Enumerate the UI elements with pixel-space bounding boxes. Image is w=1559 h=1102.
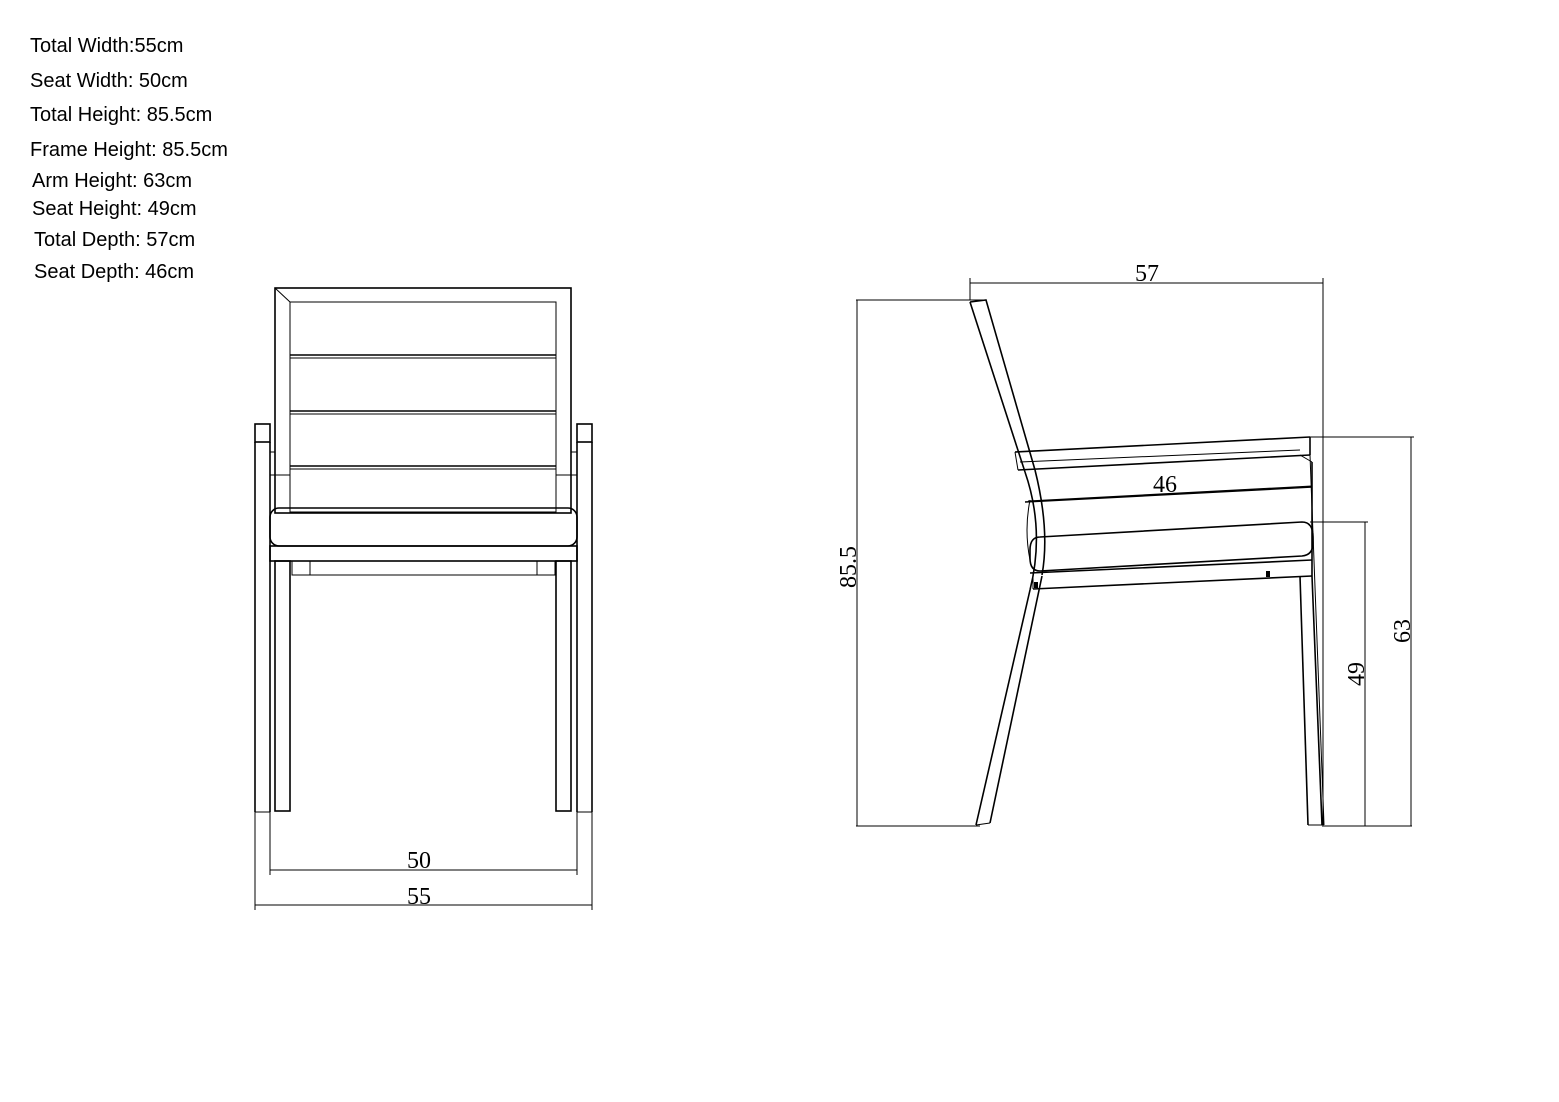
- spec-frame-height: Frame Height: 85.5cm: [30, 139, 228, 161]
- total-depth-dim-label: 57: [1135, 261, 1159, 287]
- right-armrest: [576, 423, 593, 443]
- seat-depth-dim-line: [1027, 485, 1313, 502]
- bolt-icon: [1034, 582, 1038, 588]
- backrest-panel: [289, 301, 557, 513]
- total-height-dim-label: 85.5: [836, 546, 862, 588]
- spec-total-height: Total Height: 85.5cm: [30, 104, 213, 126]
- left-armrest: [254, 423, 271, 443]
- side-armrest: [1014, 436, 1311, 453]
- seat-height-dim-label: 49: [1344, 662, 1370, 686]
- seat-width-dim-label: 50: [407, 848, 431, 874]
- spec-arm-height: Arm Height: 63cm: [32, 170, 193, 192]
- spec-total-width: Total Width:55cm: [30, 35, 184, 57]
- seat-depth-dim-label: 46: [1153, 472, 1177, 498]
- spec-seat-height: Seat Height: 49cm: [32, 198, 197, 220]
- bolt-icon: [1266, 571, 1270, 577]
- backrest-slats: [290, 354, 556, 470]
- front-left-leg: [274, 560, 291, 812]
- side-view: 57 46 85.5 49 63: [836, 261, 1416, 827]
- spec-total-depth: Total Depth: 57cm: [34, 229, 196, 251]
- side-front-leg: [1299, 575, 1309, 826]
- side-backrest: [969, 299, 1036, 471]
- side-seat-cushion: [1029, 521, 1314, 572]
- front-view: 50 55: [254, 287, 593, 910]
- backrest-frame: [274, 287, 572, 514]
- spec-seat-depth: Seat Depth: 46cm: [34, 261, 195, 283]
- side-rear-leg: [975, 589, 1031, 826]
- arm-height-dim-label: 63: [1390, 619, 1416, 643]
- seat-rail: [269, 545, 578, 562]
- total-width-dim-label: 55: [407, 884, 431, 910]
- front-right-leg: [555, 560, 572, 812]
- spec-seat-width: Seat Width: 50cm: [30, 70, 188, 92]
